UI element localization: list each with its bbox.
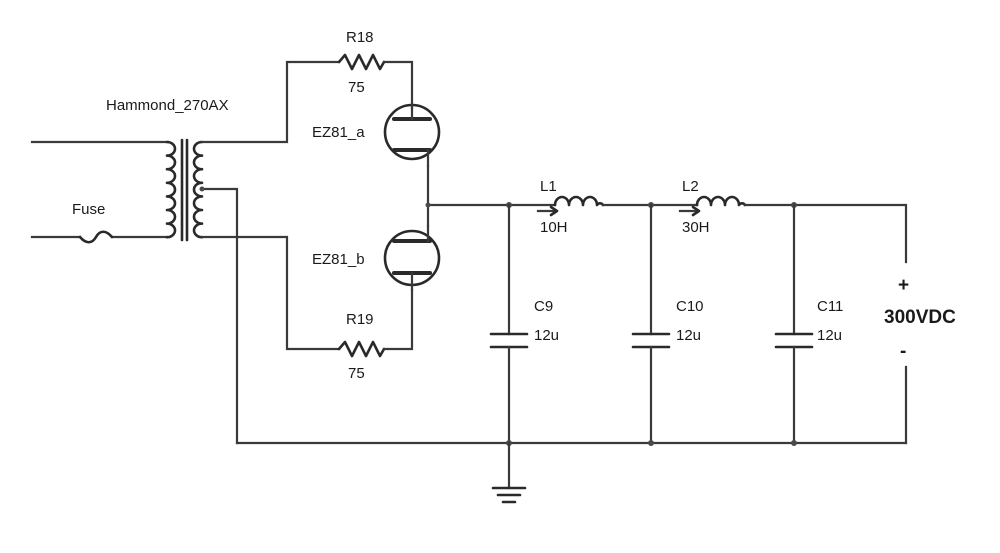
wire-r18-to-tube-a bbox=[382, 60, 414, 110]
output-terminal: + 300VDC - bbox=[884, 275, 956, 362]
wire-center-tap-to-ground bbox=[200, 187, 239, 445]
wire-b-plus-rail-3 bbox=[743, 203, 908, 264]
c10-ref: C10 bbox=[676, 298, 704, 315]
output-plus: + bbox=[898, 275, 909, 296]
l2-ref: L2 bbox=[682, 178, 699, 195]
resistor-r18: R18 75 bbox=[337, 29, 386, 96]
output-minus: - bbox=[900, 341, 906, 362]
capacitor-c11: C11 12u bbox=[774, 203, 843, 445]
l1-current-arrow-head bbox=[549, 205, 559, 217]
c9-ref: C9 bbox=[534, 298, 553, 315]
c11-value: 12u bbox=[817, 327, 842, 344]
l2-coil bbox=[695, 195, 747, 207]
tube-ez81-a: EZ81_a bbox=[312, 103, 441, 168]
capacitor-c10: C10 12u bbox=[631, 203, 704, 445]
fuse: Fuse bbox=[72, 201, 114, 244]
r19-ref: R19 bbox=[346, 311, 374, 328]
transformer-label: Hammond_270AX bbox=[106, 97, 229, 114]
tube-ez81-b: EZ81_b bbox=[312, 224, 441, 292]
secondary-winding bbox=[192, 140, 204, 239]
tube-b-label: EZ81_b bbox=[312, 251, 365, 268]
l1-value: 10H bbox=[540, 219, 568, 236]
ground-symbol bbox=[491, 441, 527, 504]
r18-symbol bbox=[337, 53, 386, 71]
r18-ref: R18 bbox=[346, 29, 374, 46]
output-label: 300VDC bbox=[884, 307, 956, 328]
fuse-symbol bbox=[78, 230, 114, 244]
c9-value: 12u bbox=[534, 327, 559, 344]
r18-value: 75 bbox=[348, 79, 365, 96]
node-center-tap bbox=[199, 186, 205, 192]
resistor-r19: R19 75 bbox=[337, 311, 386, 382]
c11-ref: C11 bbox=[817, 298, 843, 315]
l1-coil bbox=[553, 195, 605, 207]
fuse-label: Fuse bbox=[72, 201, 105, 218]
wire-secondary-bottom-to-r19 bbox=[200, 235, 341, 351]
node-ground-c10 bbox=[648, 440, 654, 446]
inductor-l2: L2 30H bbox=[678, 178, 747, 236]
inductor-l1: L1 10H bbox=[536, 178, 605, 236]
l1-ref: L1 bbox=[540, 178, 557, 195]
transformer-hammond-270ax: Hammond_270AX bbox=[30, 97, 229, 242]
node-cathode-junction bbox=[425, 202, 431, 208]
c10-value: 12u bbox=[676, 327, 701, 344]
l2-value: 30H bbox=[682, 219, 710, 236]
capacitor-c9: C9 12u bbox=[489, 203, 559, 445]
node-ground-c11 bbox=[791, 440, 797, 446]
primary-winding bbox=[165, 140, 177, 239]
tube-a-label: EZ81_a bbox=[312, 124, 365, 141]
wire-r19-to-tube-b bbox=[382, 288, 414, 351]
r19-symbol bbox=[337, 340, 386, 358]
wire-secondary-top-to-r18 bbox=[200, 60, 341, 144]
l2-current-arrow-head bbox=[691, 205, 701, 217]
r19-value: 75 bbox=[348, 365, 365, 382]
